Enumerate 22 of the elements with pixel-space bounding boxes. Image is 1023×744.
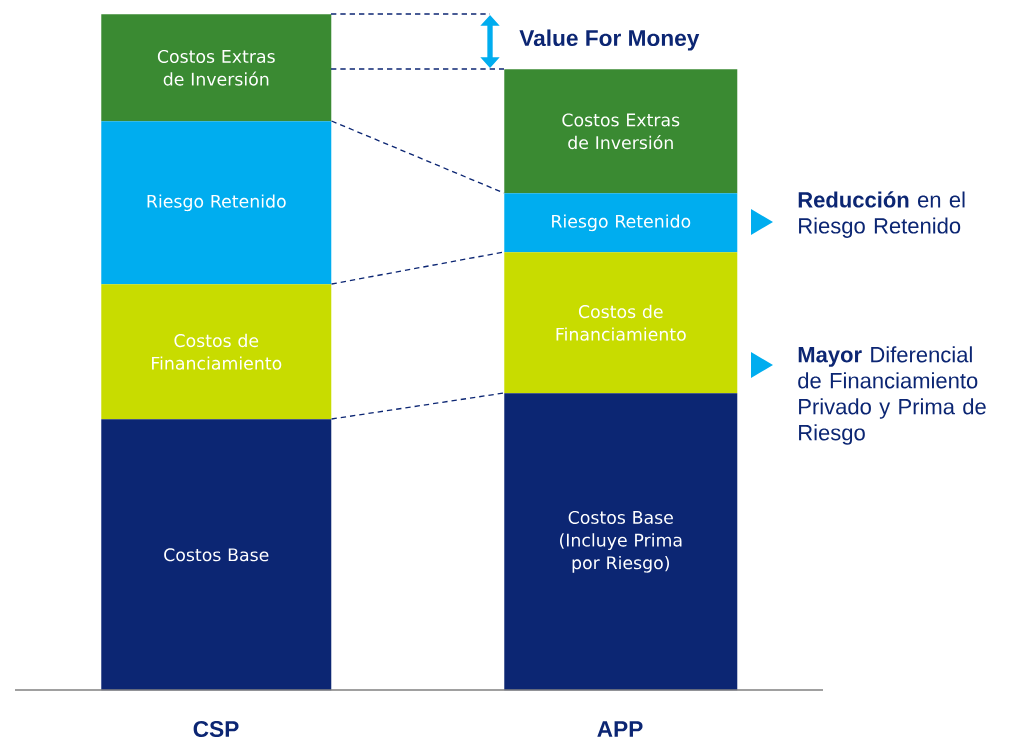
segment-label: Riesgo Retenido xyxy=(552,214,691,232)
segment-label: Costos Base (Incluye Prima por Riesgo) xyxy=(560,510,682,573)
segment-label: Costos de Financiamiento xyxy=(556,304,686,341)
bar-segment xyxy=(101,121,332,285)
bar-segment xyxy=(101,14,332,122)
note-text: Mayor Diferencial de Financiamiento Privado y Prima de Riesgo xyxy=(798,346,986,445)
note-text: Reducción en el Riesgo Retenido xyxy=(798,191,965,238)
bar-segment xyxy=(504,69,738,194)
column-label: CSP xyxy=(193,721,239,738)
segment-label: Costos Extras de Inversión xyxy=(562,113,680,150)
segment-label: Costos Extras de Inversión xyxy=(157,49,275,86)
dashed-line xyxy=(330,392,505,420)
segment-label: Costos Base xyxy=(164,548,269,562)
bar-segment xyxy=(504,393,738,691)
column-label: APP xyxy=(597,721,643,737)
bar-segment xyxy=(504,252,738,394)
bar-segment xyxy=(504,193,738,253)
dashed-line xyxy=(330,251,505,285)
segment-label: Riesgo Retenido xyxy=(147,194,286,212)
bar-segment xyxy=(101,284,332,420)
bar-segment xyxy=(101,419,332,691)
segment-label: Costos de Financiamiento xyxy=(152,333,282,370)
